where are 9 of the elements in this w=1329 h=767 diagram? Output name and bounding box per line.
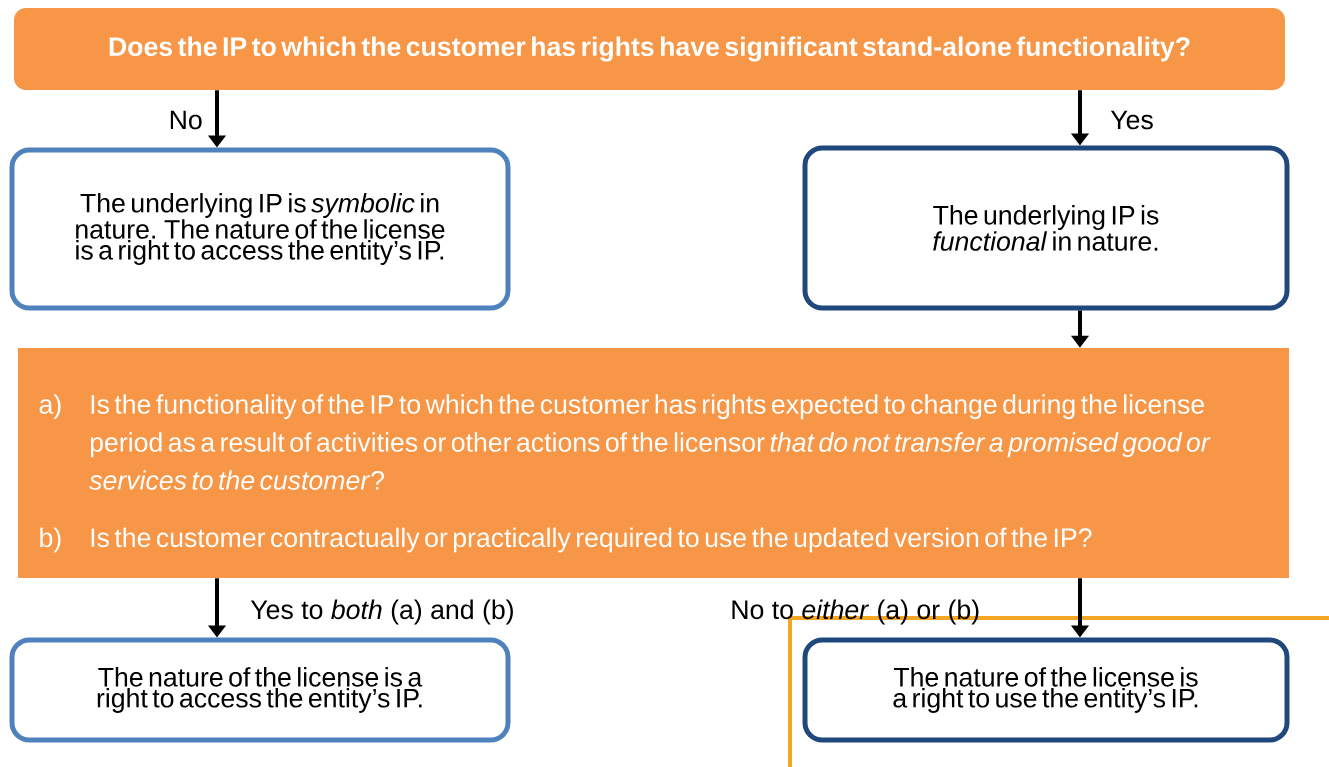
result-box: The underlying IP is functional in nature. [802, 145, 1290, 311]
result-box: The nature of the license is a right to access the entity’s IP. [9, 637, 511, 743]
result-box: The nature of the license is a right to use the entity’s IP. [802, 637, 1290, 743]
edge-label: No [170, 110, 202, 130]
result-box: The underlying IP is symbolic in nature. The nature of the license is a right to access the entity’s IP. [9, 147, 511, 311]
edge-label: Yes [1110, 110, 1153, 130]
edge-label: Yes to both (a) and (b) [250, 599, 513, 625]
question-box: a) Is the functionality of the IP to which the customer has rights expected to change during the license period as a result of activities or other actions of the licensor that do not transfer a promised good or services to the customer? b) Is the customer contractually or practically required to use the updated version of the IP? [18, 348, 1289, 578]
question-box: Does the IP to which the customer has rights have significant stand-alone functionality? [14, 8, 1285, 90]
